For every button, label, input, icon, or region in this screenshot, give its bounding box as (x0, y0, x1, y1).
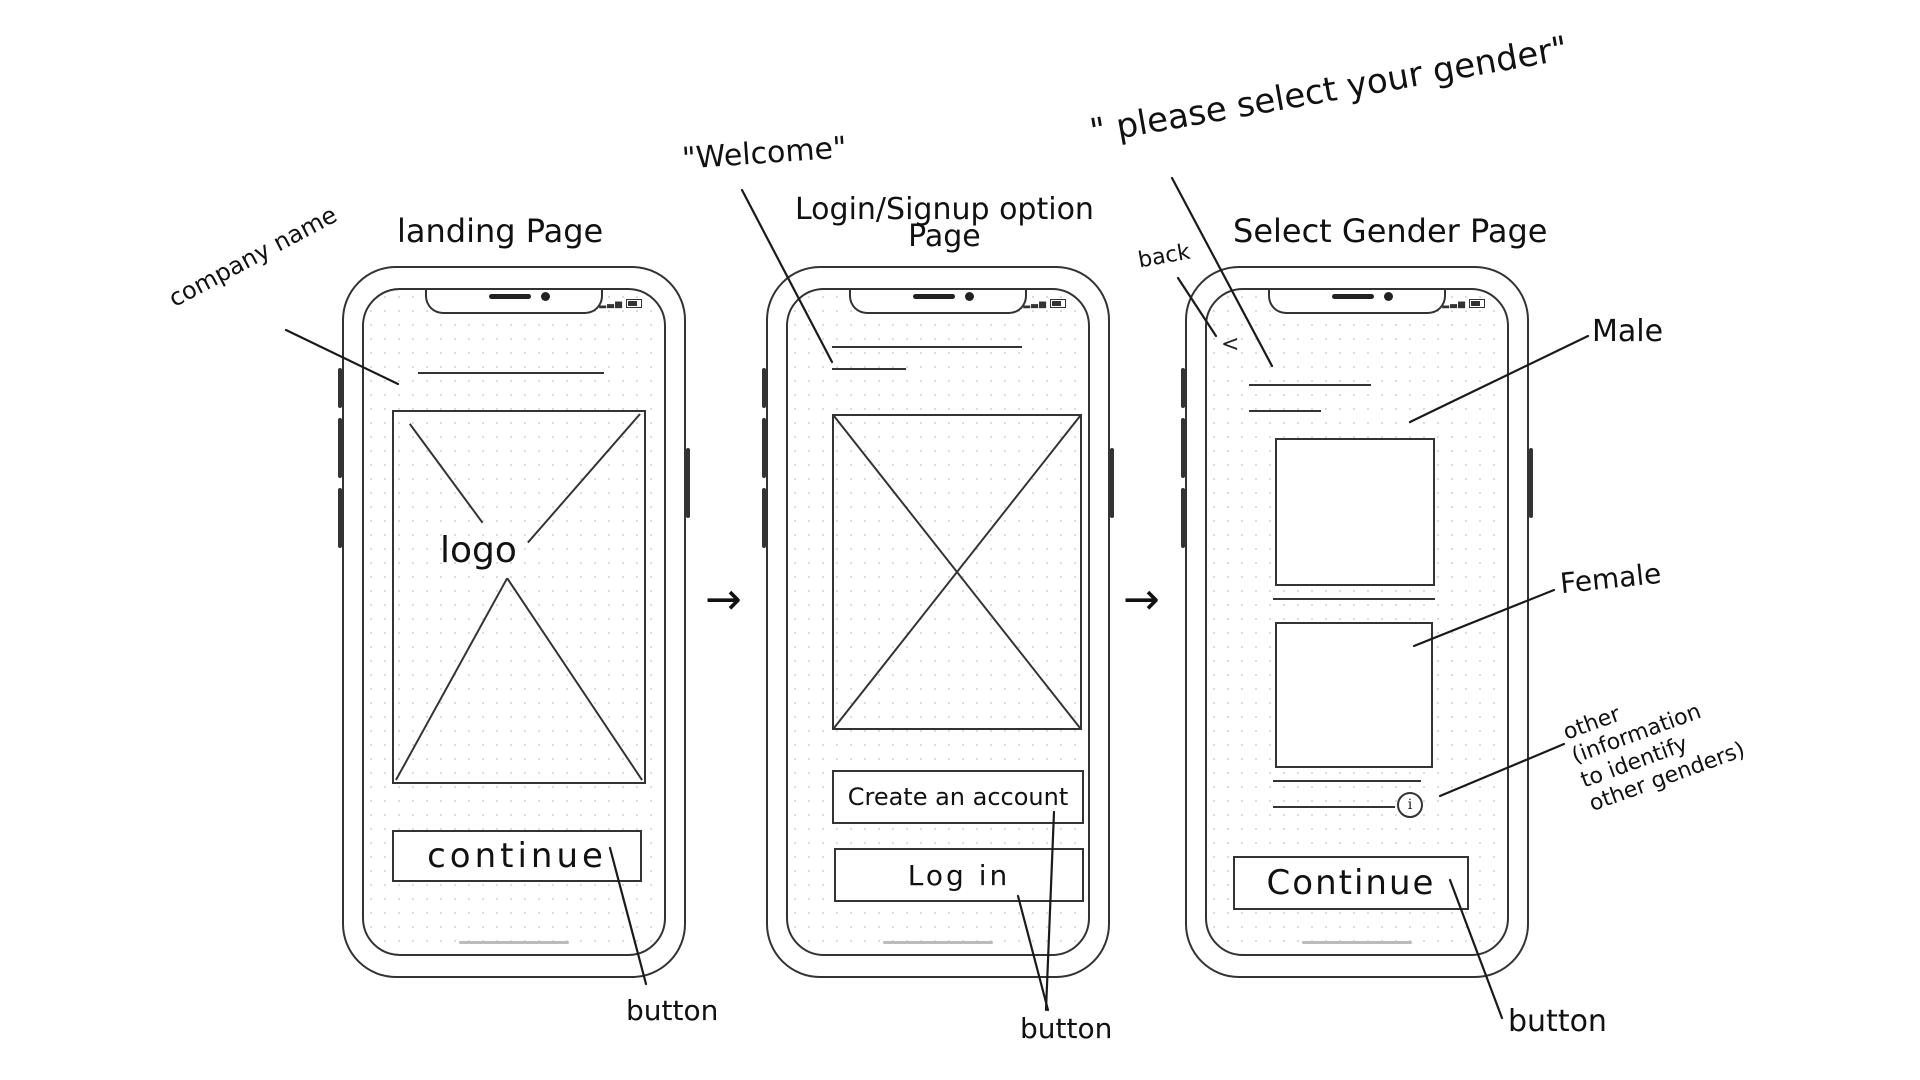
battery-icon (1050, 299, 1066, 308)
landing-page-title: landing Page (397, 212, 604, 250)
login-phone-frame: ▂▃▅ Create an account Log in (762, 266, 1114, 978)
home-indicator (1302, 941, 1412, 944)
landing-phone-frame: ▂▃▅ logo continue (338, 266, 690, 978)
annotation-button-3: button (1508, 1004, 1607, 1039)
male-option[interactable] (1275, 438, 1435, 586)
gender-phone-frame: ▂▃▅ < i Continue (1181, 266, 1533, 978)
annotation-back: back (1136, 239, 1193, 274)
home-indicator (883, 941, 993, 944)
phone-notch (849, 290, 1027, 314)
logo-placeholder: logo (392, 410, 646, 784)
create-account-button[interactable]: Create an account (832, 770, 1084, 824)
other-option-placeholder (1273, 806, 1395, 808)
speaker-icon (913, 294, 955, 299)
annotation-button-1: button (626, 994, 719, 1027)
logo-label: logo (440, 530, 517, 571)
login-screen: ▂▃▅ Create an account Log in (786, 288, 1090, 956)
male-label-placeholder (1273, 598, 1435, 600)
gender-title-placeholder (1249, 384, 1371, 386)
camera-icon (965, 292, 974, 301)
status-bar: ▂▃▅ (599, 299, 642, 309)
login-button[interactable]: Log in (834, 848, 1084, 902)
welcome-title-placeholder (832, 346, 1022, 348)
gender-subtitle-placeholder (1249, 410, 1321, 412)
flow-arrow-2: → (1123, 574, 1160, 625)
login-page-title: Login/Signup option Page (795, 192, 1094, 254)
status-bar: ▂▃▅ (1023, 299, 1066, 309)
camera-icon (1384, 292, 1393, 301)
home-indicator (459, 941, 569, 944)
speaker-icon (1332, 294, 1374, 299)
info-icon[interactable]: i (1397, 792, 1423, 818)
camera-icon (541, 292, 550, 301)
gender-page-title: Select Gender Page (1233, 212, 1548, 250)
female-option[interactable] (1275, 622, 1433, 768)
phone-notch (425, 290, 603, 314)
annotation-female: Female (1558, 556, 1663, 601)
phone-notch (1268, 290, 1446, 314)
welcome-subtitle-placeholder (832, 368, 906, 370)
annotation-welcome: "Welcome" (680, 130, 848, 177)
annotation-male: Male (1592, 314, 1664, 349)
annotation-company-name: company name (164, 200, 342, 313)
gender-continue-button[interactable]: Continue (1233, 856, 1469, 910)
company-name-placeholder (418, 372, 604, 374)
gender-screen: ▂▃▅ < i Continue (1205, 288, 1509, 956)
annotation-button-2: button (1020, 1012, 1113, 1045)
annotation-other: other (information to identify other gen… (1560, 699, 1749, 817)
back-icon[interactable]: < (1221, 332, 1240, 357)
continue-button[interactable]: continue (392, 830, 642, 882)
annotation-please-select: " please select your gender" (1087, 28, 1571, 152)
battery-icon (1469, 299, 1485, 308)
battery-icon (626, 299, 642, 308)
female-label-placeholder (1273, 780, 1421, 782)
landing-screen: ▂▃▅ logo continue (362, 288, 666, 956)
speaker-icon (489, 294, 531, 299)
status-bar: ▂▃▅ (1442, 299, 1485, 309)
hero-image-placeholder (832, 414, 1082, 730)
flow-arrow-1: → (705, 574, 742, 625)
